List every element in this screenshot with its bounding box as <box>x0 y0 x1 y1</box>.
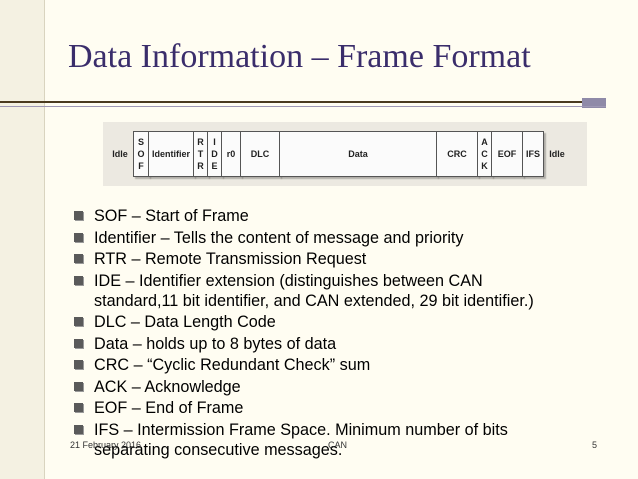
frame-field-letter: S <box>137 137 144 147</box>
list-item: Data – holds up to 8 bytes of data <box>74 334 534 354</box>
frame-field-idle-end: Idle <box>543 131 571 177</box>
frame-field-letter: T <box>197 149 204 159</box>
list-item-continuation: standard,11 bit identifier, and CAN exte… <box>94 291 534 310</box>
frame-field-letter: I <box>213 137 216 147</box>
list-item-text: RTR – Remote Transmission Request <box>94 250 367 268</box>
square-bullet-icon <box>74 254 83 263</box>
list-item: SOF – Start of Frame <box>74 206 534 226</box>
list-item: IFS – Intermission Frame Space. Minimum … <box>74 420 534 460</box>
list-item: Identifier – Tells the content of messag… <box>74 228 534 248</box>
frame-field-letter: E <box>211 161 218 171</box>
frame-field-label: IFS <box>525 149 540 159</box>
frame-field-label: Idle <box>112 149 128 159</box>
frame-field-label: Idle <box>549 149 565 159</box>
square-bullet-icon <box>74 275 83 285</box>
frame-field-idle-start: Idle <box>106 131 134 177</box>
definition-list: SOF – Start of Frame Identifier – Tells … <box>74 206 534 461</box>
list-item: RTR – Remote Transmission Request <box>74 249 534 269</box>
frame-field-eof: EOF <box>491 131 523 177</box>
title-underline-accent <box>582 98 606 108</box>
frame-field-letter: R <box>197 161 204 171</box>
list-item-continuation: separating consecutive messages. <box>94 440 343 459</box>
square-bullet-icon <box>74 403 83 412</box>
slide-title: Data Information – Frame Format <box>68 38 531 75</box>
frame-field-letter: C <box>481 149 488 159</box>
frame-field-letter: A <box>481 137 488 147</box>
square-bullet-icon <box>74 360 83 369</box>
frame-field-crc: CRC <box>436 131 478 177</box>
frame-field-label: r0 <box>226 149 236 159</box>
frame-field-identifier: Identifier <box>148 131 194 177</box>
square-bullet-icon <box>74 211 83 220</box>
list-item-text: IFS – Intermission Frame Space. Minimum … <box>94 420 508 439</box>
frame-field-letter: K <box>481 161 488 171</box>
footer-center-text: CAN <box>328 440 348 450</box>
list-item: DLC – Data Length Code <box>74 312 534 332</box>
frame-field-r0: r0 <box>221 131 241 177</box>
frame-field-label: DLC <box>250 149 270 159</box>
frame-field-label: Identifier <box>151 149 190 159</box>
frame-field-ifs: IFS <box>522 131 544 177</box>
frame-field-data: Data <box>279 131 437 177</box>
list-item: ACK – Acknowledge <box>74 377 534 397</box>
square-bullet-icon <box>74 317 83 326</box>
slide-left-border <box>44 0 45 479</box>
list-item-text: Identifier – Tells the content of messag… <box>94 228 464 247</box>
list-item-text: SOF – Start of Frame <box>94 207 249 225</box>
frame-field-letter: F <box>138 161 144 171</box>
square-bullet-icon <box>74 424 83 434</box>
list-item-text: Data – holds up to 8 bytes of data <box>94 334 337 353</box>
list-item-text: IDE – Identifier extension (distinguishe… <box>94 271 483 290</box>
list-item-text: CRC – “Cyclic Redundant Check” sum <box>94 356 371 374</box>
square-bullet-icon <box>74 232 83 242</box>
frame-field-label: Data <box>348 149 368 159</box>
list-item-text: ACK – Acknowledge <box>94 377 241 396</box>
list-item: IDE – Identifier extension (distinguishe… <box>74 271 534 311</box>
frame-field-letter: D <box>211 149 218 159</box>
list-item-text: EOF – End of Frame <box>94 399 244 417</box>
slide-left-strip <box>0 0 44 479</box>
list-item-text: DLC – Data Length Code <box>94 313 276 331</box>
footer-date: 21 February 2016 <box>70 440 142 450</box>
frame-field-letter: R <box>197 137 204 147</box>
list-item: CRC – “Cyclic Redundant Check” sum <box>74 355 534 375</box>
title-underline <box>0 101 582 103</box>
list-item: EOF – End of Frame <box>74 398 534 418</box>
square-bullet-icon <box>74 381 83 391</box>
frame-field-label: CRC <box>447 149 467 159</box>
square-bullet-icon <box>74 338 83 348</box>
frame-field-dlc: DLC <box>240 131 280 177</box>
slide-number: 5 <box>592 440 598 450</box>
title-underline-thin <box>0 106 606 107</box>
frame-field-label: EOF <box>497 149 517 159</box>
frame-field-letter: O <box>137 149 145 159</box>
